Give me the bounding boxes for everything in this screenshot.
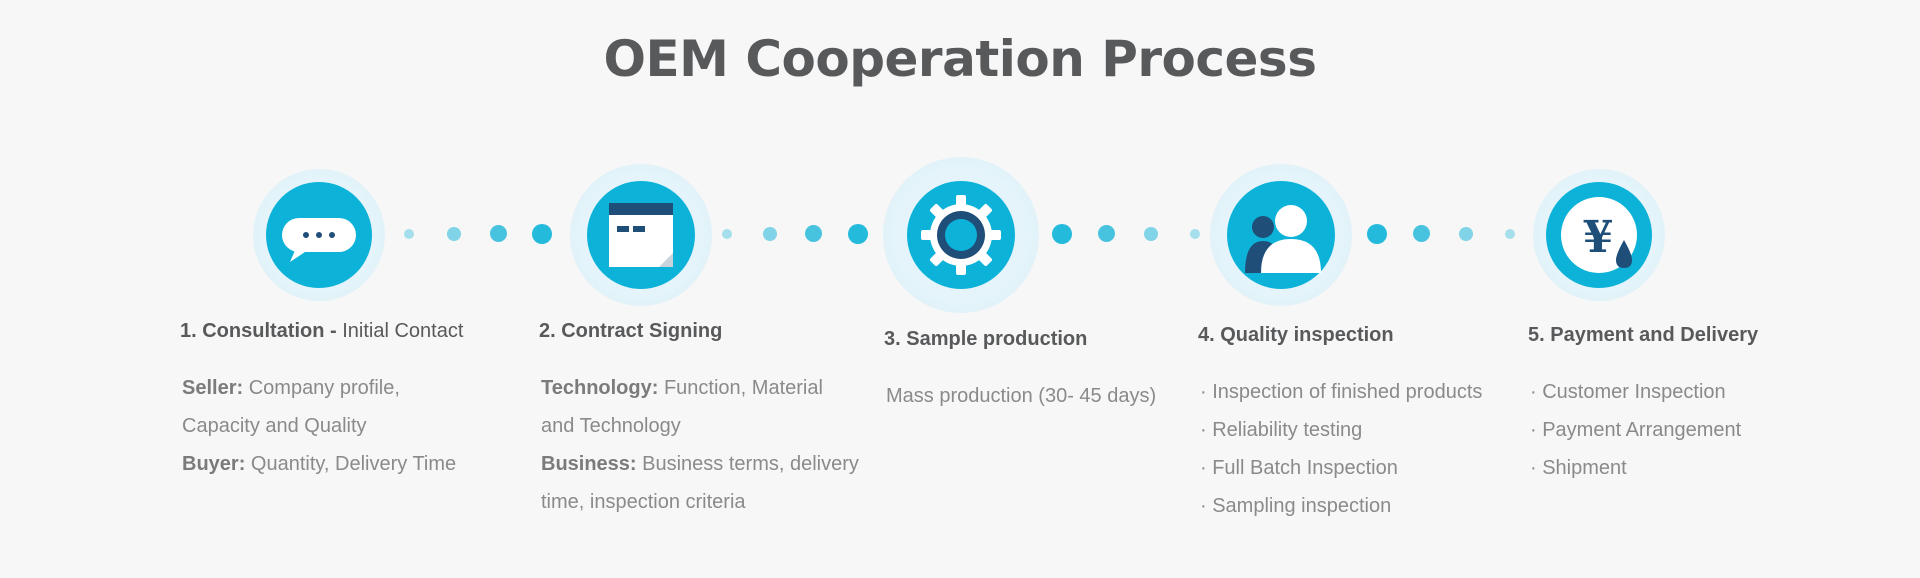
step-4-body: · Inspection of finished products · Reli… bbox=[1200, 373, 1528, 525]
chat-bubble-icon bbox=[282, 218, 356, 262]
step-1-line-2: Capacity and Quality bbox=[182, 415, 367, 437]
step-2-line-3: Business: Business terms, delivery bbox=[541, 453, 859, 475]
step-2-icon-ring bbox=[571, 165, 711, 305]
step-2-line-1: Technology: Function, Material bbox=[541, 377, 823, 399]
step-4: 4. Quality inspection · Inspection of fi… bbox=[1198, 324, 1528, 525]
yen-coin-icon: ¥ bbox=[1561, 197, 1637, 273]
step-4-icon-ring bbox=[1211, 165, 1351, 305]
step-1: 1. Consultation - Initial Contact Seller… bbox=[180, 320, 510, 483]
step-5-line-1: · Customer Inspection bbox=[1530, 381, 1726, 403]
step-5: 5. Payment and Delivery · Customer Inspe… bbox=[1528, 324, 1848, 487]
document-icon bbox=[609, 203, 673, 267]
step-3: 3. Sample production Mass production (30… bbox=[884, 328, 1204, 415]
gear-icon bbox=[921, 195, 1001, 275]
step-4-title: 4. Quality inspection bbox=[1198, 324, 1394, 346]
step-2-line-4: time, inspection criteria bbox=[541, 491, 746, 513]
step-1-line-1: Seller: Company profile, bbox=[182, 377, 400, 399]
step-5-icon-ring: ¥ bbox=[1534, 170, 1664, 300]
step-1-icon-ring bbox=[254, 170, 384, 300]
step-2-line-2: and Technology bbox=[541, 415, 681, 437]
step-3-line-1: Mass production (30- 45 days) bbox=[886, 385, 1157, 407]
svg-text:¥: ¥ bbox=[1583, 212, 1614, 263]
step-2: 2. Contract Signing Technology: Function… bbox=[539, 320, 879, 521]
step-5-body: · Customer Inspection · Payment Arrangem… bbox=[1530, 373, 1848, 487]
step-3-icon-ring bbox=[884, 158, 1038, 312]
step-2-title: 2. Contract Signing bbox=[539, 320, 723, 342]
step-5-line-2: · Payment Arrangement bbox=[1530, 419, 1742, 441]
step-3-title: 3. Sample production bbox=[884, 328, 1088, 350]
step-4-line-1: · Inspection of finished products bbox=[1200, 381, 1483, 403]
step-1-line-3: Buyer: Quantity, Delivery Time bbox=[182, 453, 457, 475]
step-4-line-4: · Sampling inspection bbox=[1200, 495, 1392, 517]
step-1-title: 1. Consultation - Initial Contact bbox=[180, 320, 464, 342]
people-icon bbox=[1245, 205, 1321, 273]
step-2-body: Technology: Function, Material and Techn… bbox=[541, 369, 879, 521]
step-3-body: Mass production (30- 45 days) bbox=[886, 377, 1204, 415]
step-5-title: 5. Payment and Delivery bbox=[1528, 324, 1759, 346]
page-title: OEM Cooperation Process bbox=[603, 30, 1317, 88]
step-1-body: Seller: Company profile, Capacity and Qu… bbox=[182, 369, 510, 483]
step-4-line-2: · Reliability testing bbox=[1200, 419, 1363, 441]
step-4-line-3: · Full Batch Inspection bbox=[1200, 457, 1398, 479]
step-5-line-3: · Shipment bbox=[1530, 457, 1627, 479]
